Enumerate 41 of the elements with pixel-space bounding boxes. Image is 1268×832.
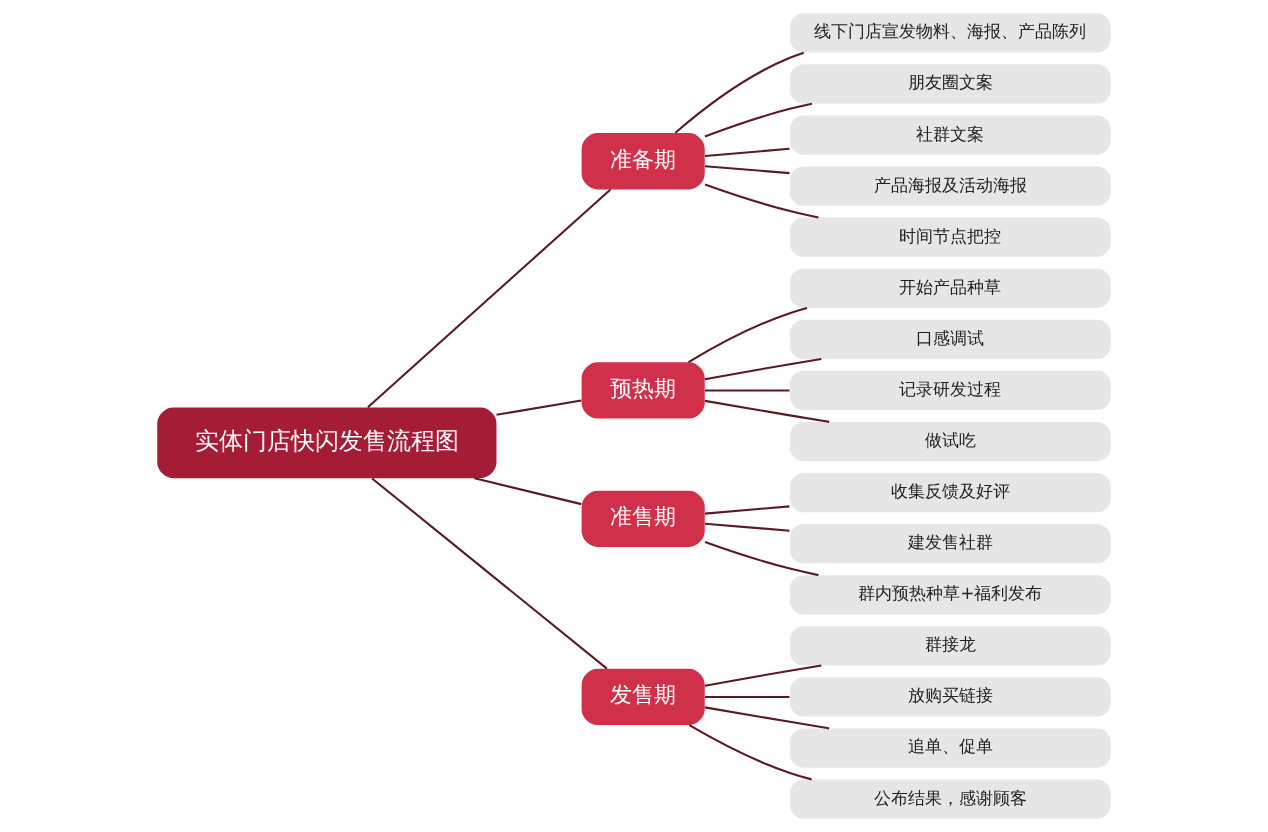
node-box: 社群文案 (789, 115, 1111, 155)
node-box: 朋友圈文案 (789, 64, 1111, 104)
connector (688, 307, 808, 363)
connector (704, 541, 819, 577)
connector (704, 706, 830, 730)
connector (704, 399, 830, 423)
connector (705, 389, 790, 392)
connector (704, 664, 822, 687)
connector (704, 102, 813, 138)
connector (704, 183, 819, 219)
node-box: 产品海报及活动海报 (789, 166, 1111, 206)
connector (704, 165, 790, 175)
connector (704, 147, 790, 158)
node-box: 收集反馈及好评 (789, 473, 1111, 513)
node-box: 口感调试 (789, 319, 1111, 359)
node-box: 记录研发过程 (789, 370, 1111, 411)
node-box: 公布结果，感谢顾客 (789, 779, 1111, 819)
node-box: 时间节点把控 (789, 217, 1111, 257)
connector (496, 399, 582, 416)
node-box: 线下门店宣发物料、海报、产品陈列 (789, 13, 1111, 53)
node-box: 发售期 (581, 668, 705, 726)
connector (688, 724, 812, 781)
connector (704, 505, 790, 515)
connector (474, 477, 582, 506)
node-box: 准备期 (581, 133, 705, 190)
connector (704, 358, 822, 381)
connector (367, 188, 612, 408)
node-box: 实体门店快闪发售流程图 (157, 407, 497, 479)
connector (674, 51, 805, 134)
node-box: 群内预热种草+福利发布 (789, 575, 1111, 615)
node-box: 放购买链接 (789, 677, 1111, 717)
node-box: 群接龙 (789, 626, 1111, 666)
node-box: 建发售社群 (789, 524, 1111, 564)
node-box: 预热期 (581, 362, 705, 419)
node-box: 开始产品种草 (789, 268, 1111, 308)
node-box: 准售期 (581, 490, 705, 547)
connector (704, 522, 790, 532)
connector (705, 695, 790, 698)
node-box: 做试吃 (789, 421, 1111, 462)
node-box: 追单、促单 (789, 728, 1111, 768)
connector (371, 477, 608, 670)
